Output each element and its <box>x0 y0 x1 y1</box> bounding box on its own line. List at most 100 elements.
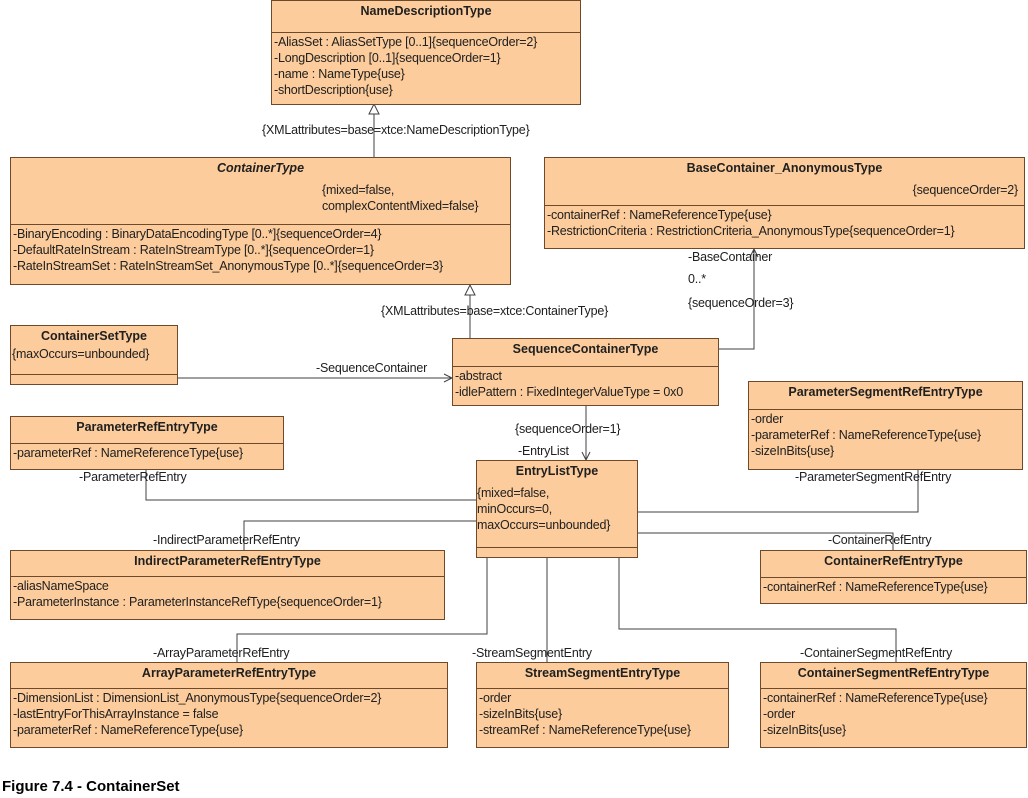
generalization-arrowhead <box>464 283 476 296</box>
class-sequence-container-type[interactable]: SequenceContainerType -abstract -idlePat… <box>452 338 719 406</box>
class-entry-list-type[interactable]: EntryListType {mixed=false, minOccurs=0,… <box>476 460 638 558</box>
attribute: -streamRef : NameReferenceType{use} <box>479 723 691 737</box>
tagged-value: complexContentMixed=false} <box>322 199 479 213</box>
attribute: -containerRef : NameReferenceType{use} <box>763 580 988 594</box>
class-title: ContainerRefEntryType <box>824 554 963 568</box>
class-array-parameter-ref-entry-type[interactable]: ArrayParameterRefEntryType -DimensionLis… <box>10 662 448 748</box>
connector-label-container-ref-entry-role: -ContainerRefEntry <box>828 533 932 547</box>
attribute-compartment: -BinaryEncoding : BinaryDataEncodingType… <box>11 224 510 274</box>
connector-label-base-container-multiplicity: 0..* <box>688 272 706 286</box>
assoc-array-parameter-ref-entry <box>236 558 488 662</box>
attribute: -AliasSet : AliasSetType [0..1]{sequence… <box>274 35 538 49</box>
tagged-value: {sequenceOrder=2} <box>912 183 1019 197</box>
attribute: -parameterRef : NameReferenceType{use} <box>13 723 244 737</box>
attribute: -parameterRef : NameReferenceType{use} <box>751 428 982 442</box>
class-title: ParameterSegmentRefEntryType <box>788 385 983 399</box>
connector-label-stream-segment-entry-role: -StreamSegmentEntry <box>472 646 592 660</box>
connector-label-entry-list-role: -EntryList <box>518 444 569 458</box>
attribute: -order <box>763 707 796 721</box>
attribute-compartment: -containerRef : NameReferenceType{use} <box>761 577 1026 595</box>
attribute: -abstract <box>455 369 502 383</box>
attribute-compartment: -parameterRef : NameReferenceType{use} <box>11 443 283 461</box>
tagged-value: maxOccurs=unbounded} <box>477 518 611 532</box>
tagged-value: minOccurs=0, <box>477 502 553 516</box>
connector-label-parameter-ref-entry-role: -ParameterRefEntry <box>79 470 187 484</box>
attribute: -BinaryEncoding : BinaryDataEncodingType… <box>13 227 382 241</box>
generalization-arrowhead <box>368 102 380 115</box>
class-title: NameDescriptionType <box>360 4 492 18</box>
class-title: IndirectParameterRefEntryType <box>134 554 321 568</box>
class-container-ref-entry-type[interactable]: ContainerRefEntryType -containerRef : Na… <box>760 550 1027 604</box>
attribute-compartment: -aliasNameSpace -ParameterInstance : Par… <box>11 576 444 610</box>
attribute-compartment <box>11 374 177 386</box>
connector-label-xml-attr-container-type: {XMLattributes=base=xtce:ContainerType} <box>381 304 609 318</box>
attribute: -sizeInBits{use} <box>763 723 846 737</box>
assoc-arrowhead <box>749 247 759 258</box>
class-title: ArrayParameterRefEntryType <box>141 666 317 680</box>
attribute-compartment: -abstract -idlePattern : FixedIntegerVal… <box>453 366 718 400</box>
assoc-container-ref-entry <box>638 532 894 550</box>
attribute: -order <box>751 412 784 426</box>
class-title: ContainerSegmentRefEntryType <box>797 666 990 680</box>
attribute: -ParameterInstance : ParameterInstanceRe… <box>13 595 382 609</box>
attribute: -LongDescription [0..1]{sequenceOrder=1} <box>274 51 501 65</box>
assoc-container-segment-ref-entry <box>618 558 897 662</box>
class-title: BaseContainer_AnonymousType <box>686 161 883 175</box>
attribute: -aliasNameSpace <box>13 579 109 593</box>
connector-label-xml-attr-name-description: {XMLattributes=base=xtce:NameDescription… <box>262 123 530 137</box>
attribute: -RestrictionCriteria : RestrictionCriter… <box>547 224 955 238</box>
attribute: -parameterRef : NameReferenceType{use} <box>13 446 244 460</box>
tagged-value: {maxOccurs=unbounded} <box>12 347 150 361</box>
tagged-values: {mixed=false, minOccurs=0, maxOccurs=unb… <box>477 485 610 533</box>
class-stream-segment-entry-type[interactable]: StreamSegmentEntryType -order -sizeInBit… <box>476 662 729 748</box>
class-title: ContainerType <box>216 161 305 175</box>
attribute-compartment: -order -sizeInBits{use} -streamRef : Nam… <box>477 688 728 738</box>
assoc-parameter-segment-ref-entry <box>638 470 919 513</box>
assoc-base-container <box>718 249 755 350</box>
class-indirect-parameter-ref-entry-type[interactable]: IndirectParameterRefEntryType -aliasName… <box>10 550 445 620</box>
attribute: -idlePattern : FixedIntegerValueType = 0… <box>455 385 683 399</box>
connector-label-base-container-order: {sequenceOrder=3} <box>688 296 794 310</box>
attribute: -lastEntryForThisArrayInstance = false <box>13 707 219 721</box>
attribute-compartment: -DimensionList : DimensionList_Anonymous… <box>11 688 447 738</box>
class-title: SequenceContainerType <box>512 342 659 356</box>
attribute: -RateInStreamSet : RateInStreamSet_Anony… <box>13 259 443 273</box>
tagged-value: {mixed=false, <box>322 183 395 197</box>
attribute-compartment: -order -parameterRef : NameReferenceType… <box>749 409 1022 459</box>
attribute: -sizeInBits{use} <box>751 444 834 458</box>
tagged-value: {mixed=false, <box>477 486 550 500</box>
connector-label-parameter-segment-ref-entry-role: -ParameterSegmentRefEntry <box>795 470 952 484</box>
connector-label-base-container-role: -BaseContainer <box>688 250 773 264</box>
connector-label-array-parameter-ref-entry-role: -ArrayParameterRefEntry <box>153 646 290 660</box>
class-base-container-anonymous-type[interactable]: BaseContainer_AnonymousType {sequenceOrd… <box>544 157 1025 249</box>
class-parameter-segment-ref-entry-type[interactable]: ParameterSegmentRefEntryType -order -par… <box>748 381 1023 470</box>
class-title: StreamSegmentEntryType <box>524 666 681 680</box>
attribute-compartment: -AliasSet : AliasSetType [0..1]{sequence… <box>272 32 580 98</box>
class-title: ParameterRefEntryType <box>76 420 218 434</box>
attribute: -containerRef : NameReferenceType{use} <box>547 208 772 222</box>
class-title: ContainerSetType <box>40 329 148 343</box>
class-container-set-type[interactable]: ContainerSetType {maxOccurs=unbounded} <box>10 325 178 385</box>
attribute: -DimensionList : DimensionList_Anonymous… <box>13 691 382 705</box>
figure-caption: Figure 7.4 - ContainerSet <box>2 778 180 795</box>
class-parameter-ref-entry-type[interactable]: ParameterRefEntryType -parameterRef : Na… <box>10 416 284 470</box>
attribute-compartment: -containerRef : NameReferenceType{use} -… <box>761 688 1026 738</box>
connector-label-sequence-container-role: -SequenceContainer <box>316 361 428 375</box>
attribute-compartment: -containerRef : NameReferenceType{use} -… <box>545 205 1024 239</box>
attribute: -shortDescription{use} <box>274 83 393 97</box>
class-title: EntryListType <box>515 464 599 478</box>
attribute: -sizeInBits{use} <box>479 707 562 721</box>
class-container-type[interactable]: ContainerType {mixed=false, complexConte… <box>10 157 511 285</box>
assoc-parameter-ref-entry <box>145 470 476 501</box>
connector-label-container-segment-ref-entry-role: -ContainerSegmentRefEntry <box>800 646 953 660</box>
connector-label-entry-list-order: {sequenceOrder=1} <box>515 422 621 436</box>
class-name-description-type[interactable]: NameDescriptionType -AliasSet : AliasSet… <box>271 0 581 105</box>
assoc-indirect-parameter-ref-entry <box>243 520 476 550</box>
attribute: -DefaultRateInStream : RateInStreamType … <box>13 243 374 257</box>
connector-label-indirect-parameter-ref-entry-role: -IndirectParameterRefEntry <box>153 533 300 547</box>
attribute: -name : NameType{use} <box>274 67 405 81</box>
class-container-segment-ref-entry-type[interactable]: ContainerSegmentRefEntryType -containerR… <box>760 662 1027 748</box>
tagged-values: {mixed=false, complexContentMixed=false} <box>322 182 479 214</box>
attribute: -order <box>479 691 512 705</box>
